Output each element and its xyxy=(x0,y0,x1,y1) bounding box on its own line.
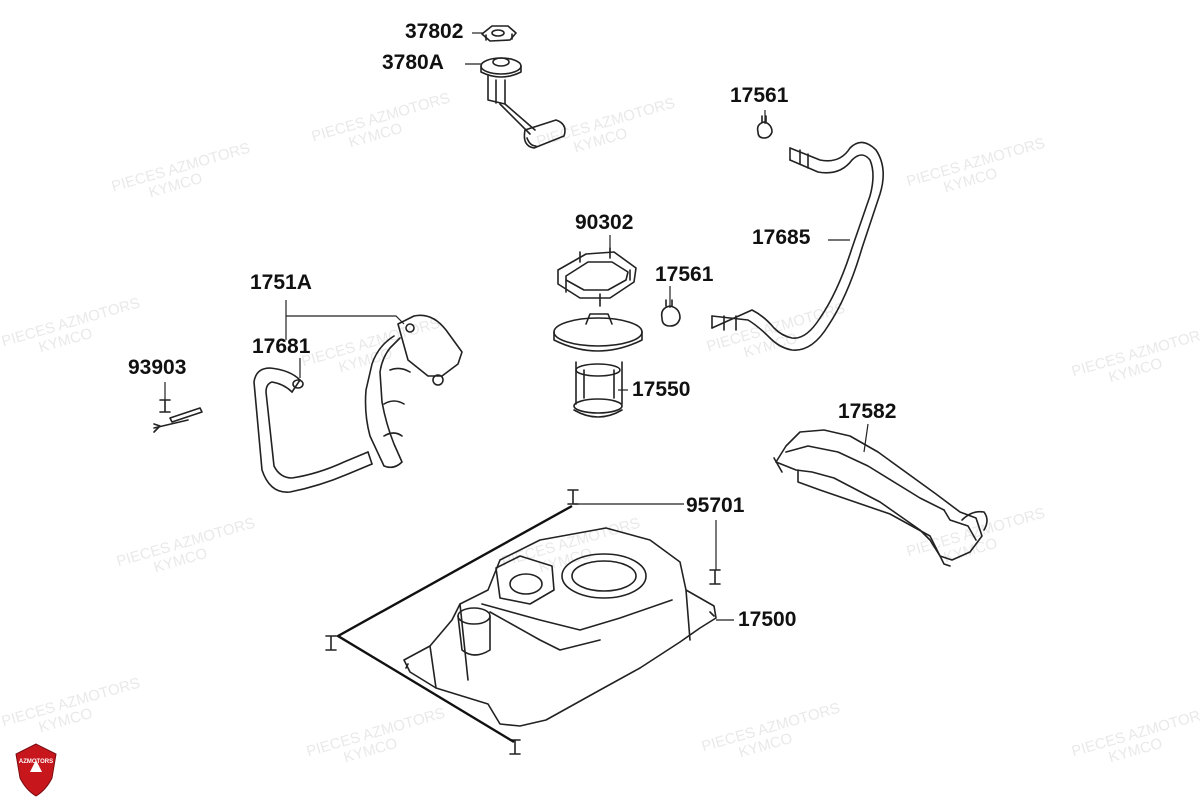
callout-90302[interactable]: 90302 xyxy=(575,211,634,234)
callout-17681[interactable]: 17681 xyxy=(252,335,311,358)
part-1751a-filler-neck[interactable] xyxy=(364,314,463,469)
part-17582-guard[interactable] xyxy=(773,429,988,567)
part-17561-clip-top[interactable] xyxy=(756,115,773,139)
callout-95701[interactable]: 95701 xyxy=(686,494,745,517)
bolt-tie-lines xyxy=(335,504,573,744)
part-37802-clip[interactable] xyxy=(481,25,517,42)
leader-95701 xyxy=(574,503,717,570)
leader-lines xyxy=(164,32,869,621)
leader-17582 xyxy=(863,423,869,453)
part-17685-hose[interactable] xyxy=(711,141,884,351)
part-17561-clip-mid[interactable] xyxy=(660,299,681,327)
part-93903-screw[interactable] xyxy=(153,399,203,433)
callout-17500[interactable]: 17500 xyxy=(738,608,797,631)
part-17550-fuel-pump[interactable] xyxy=(553,313,643,418)
azmotors-logo xyxy=(15,743,57,797)
callout-17685[interactable]: 17685 xyxy=(752,226,811,249)
callout-17561-top[interactable]: 17561 xyxy=(730,84,789,107)
part-17681-hose[interactable] xyxy=(253,367,373,493)
callout-1751a[interactable]: 1751A xyxy=(250,271,312,294)
callout-17582[interactable]: 17582 xyxy=(838,400,897,423)
callout-3780a[interactable]: 3780A xyxy=(382,51,444,74)
logo-text: AZMOTORS xyxy=(18,759,54,765)
part-3780a-fuel-sensor[interactable] xyxy=(480,57,566,149)
callout-17550[interactable]: 17550 xyxy=(632,378,691,401)
part-95701-bolts[interactable] xyxy=(325,489,721,755)
part-90302-ring[interactable] xyxy=(557,247,637,307)
callout-37802[interactable]: 37802 xyxy=(405,20,464,43)
callout-17561-mid[interactable]: 17561 xyxy=(655,263,714,286)
leader-1751a xyxy=(285,300,405,340)
part-17500-fuel-tank[interactable] xyxy=(403,527,717,727)
callout-93903[interactable]: 93903 xyxy=(128,356,187,379)
